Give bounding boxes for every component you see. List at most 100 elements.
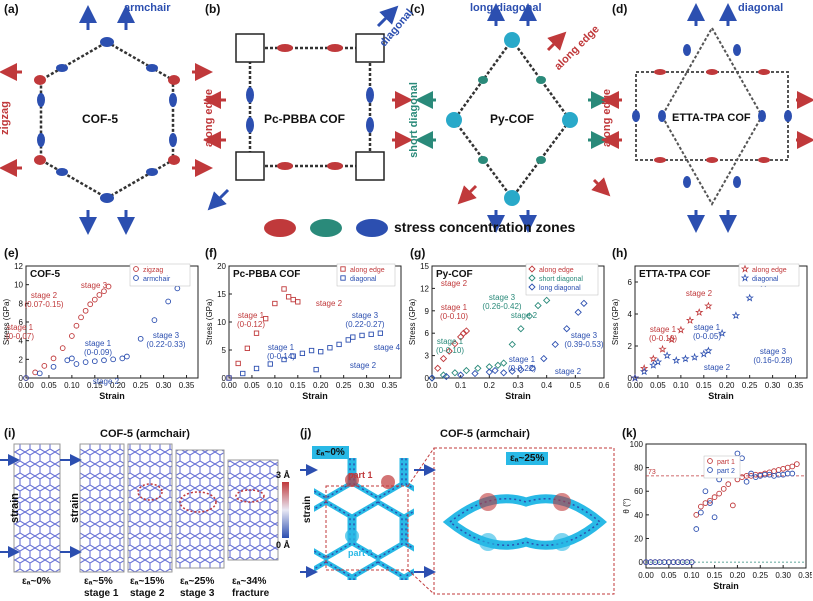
y-tick-label: 20 <box>217 262 226 271</box>
annotation-label: stage 1 <box>7 323 34 332</box>
legend-marker <box>340 275 346 281</box>
annotation-range: (0-0.07) <box>6 332 34 341</box>
data-point <box>517 366 525 374</box>
data-point <box>707 500 713 506</box>
data-point <box>445 347 453 355</box>
x-tick-label: 0.15 <box>290 381 306 390</box>
data-point <box>525 312 534 320</box>
data-point <box>377 330 384 336</box>
panel-j-strain-left: εₐ~0% <box>312 446 349 459</box>
data-point <box>299 350 306 357</box>
legend-box <box>738 263 800 287</box>
data-point <box>50 355 57 362</box>
legend-label: along edge <box>752 267 787 274</box>
y-tick-label: 6 <box>628 278 633 287</box>
annotation-range: (0-0.05) <box>693 332 721 341</box>
x-tick-label: 0.05 <box>41 381 57 390</box>
data-point <box>101 288 107 295</box>
annotation-label: stage 2 <box>441 279 468 288</box>
data-point <box>690 352 699 361</box>
annotation-label: stage 3 <box>352 311 379 320</box>
annotation-range: (0-0.10) <box>649 334 677 343</box>
legend-box <box>703 455 741 479</box>
data-point <box>253 365 260 372</box>
annotation-range: (0.07-0.15) <box>24 300 63 309</box>
x-tick-label: 0.35 <box>382 381 398 390</box>
data-point <box>707 497 713 504</box>
x-tick-label: 0.00 <box>638 571 654 580</box>
legend-marker <box>528 283 536 291</box>
data-point <box>574 308 582 316</box>
data-point <box>739 474 745 480</box>
data-point <box>698 509 704 516</box>
data-point <box>789 463 796 470</box>
data-point <box>474 364 482 372</box>
data-point <box>110 356 116 363</box>
data-point <box>318 349 324 355</box>
data-point <box>693 526 700 532</box>
panel-i-strain-mid: strain <box>68 493 81 523</box>
x-axis-label: Strain <box>302 391 328 401</box>
data-point <box>653 357 663 366</box>
legend-box <box>525 263 599 296</box>
annotation-label: stage 3 <box>81 281 108 290</box>
data-point <box>699 349 708 358</box>
annotation-label: stage 2 <box>93 377 120 386</box>
x-tick-label: 0.10 <box>64 381 80 390</box>
panel-j-title: COF-5 (armchair) <box>440 428 530 440</box>
y-tick-label: 100 <box>630 440 644 449</box>
annotation-label: stage 3 <box>153 331 180 340</box>
pcpbba-structure <box>203 5 413 211</box>
data-point <box>704 301 713 310</box>
x-tick-label: 0.25 <box>133 381 149 390</box>
annotation-label: stage 1 <box>238 311 265 320</box>
panel-tag-b: (b) <box>205 2 221 16</box>
x-tick-label: 0.30 <box>765 381 781 390</box>
y-tick-label: 12 <box>14 262 23 271</box>
colorbar-min: 0 Å <box>276 540 291 550</box>
data-point <box>685 316 695 324</box>
data-point <box>235 360 241 367</box>
chart-title: Py-COF <box>436 269 473 280</box>
legend-marker <box>340 266 346 272</box>
legend-label: diagonal <box>350 276 377 283</box>
x-tick-label: 0.35 <box>179 381 195 390</box>
data-point <box>695 308 704 316</box>
legend-label: short diagonal <box>539 276 583 283</box>
x-axis-label: Strain <box>505 391 531 401</box>
y-axis-label: Stress (GPa) <box>408 299 417 346</box>
data-point <box>462 366 471 375</box>
data-point <box>105 283 112 290</box>
data-point <box>471 369 479 378</box>
data-point <box>253 330 260 336</box>
data-point <box>739 455 745 462</box>
legend-marker <box>707 458 713 464</box>
data-point <box>457 371 465 379</box>
data-point <box>451 340 459 348</box>
data-point <box>730 502 736 509</box>
panel-tag-i: (i) <box>4 426 16 440</box>
data-point <box>462 327 471 335</box>
y-axis-label: Stress (GPa) <box>2 299 11 346</box>
frame-2-stage: stage 2 <box>130 588 165 599</box>
data-point <box>563 325 571 333</box>
cof5-armchair: armchair <box>124 2 171 14</box>
data-point <box>267 361 273 367</box>
data-point <box>36 370 43 377</box>
annotation-range: (0.26-0.42) <box>482 302 521 311</box>
data-point <box>439 354 448 363</box>
x-tick-label: 0.6 <box>598 381 609 390</box>
data-point <box>698 503 704 510</box>
data-point <box>137 335 144 342</box>
x-tick-label: 0.25 <box>336 381 352 390</box>
y-axis-label: Stress (GPa) <box>611 299 620 346</box>
cof5-structure <box>0 5 213 235</box>
annotation-label: stage 1 <box>694 323 721 332</box>
legend-label: along edge <box>539 267 574 274</box>
data-point <box>263 315 269 322</box>
legend-label: zigzag <box>143 267 163 274</box>
frame-1-stage: stage 1 <box>84 588 119 599</box>
x-tick-label: 0.2 <box>484 381 496 390</box>
x-tick-label: 0.20 <box>313 381 329 390</box>
